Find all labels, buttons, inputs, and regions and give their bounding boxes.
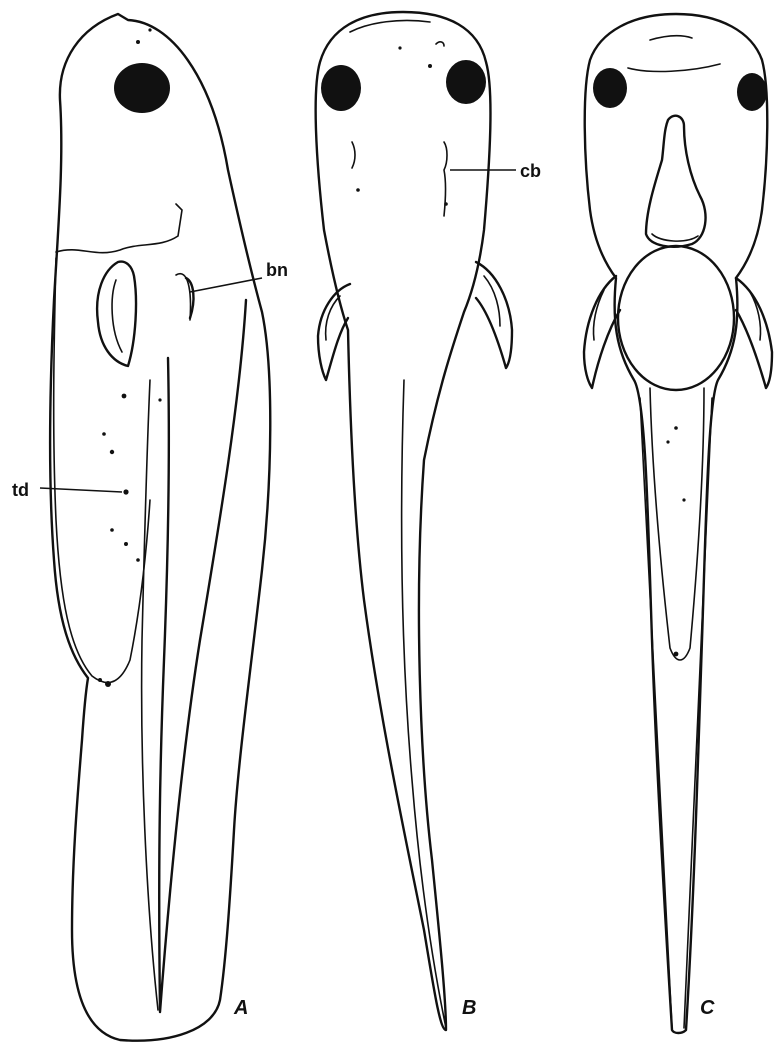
panel-a-tadpole-lateral: bn td A [12, 14, 288, 1041]
panel-label-a: A [233, 997, 248, 1019]
leader-bn [190, 278, 262, 292]
panel-c-left-eye [593, 68, 627, 108]
panel-a-hindlimb-bud [97, 262, 136, 366]
panel-b-markings [350, 20, 448, 216]
panel-b-left-eye [321, 65, 361, 111]
panel-c-spiracle [646, 116, 706, 247]
panel-b-left-fin [318, 284, 350, 380]
panel-a-fin-line [142, 380, 158, 1010]
panel-c-right-eye [737, 73, 767, 111]
panel-label-c: C [700, 997, 715, 1019]
label-cb: cb [520, 161, 541, 181]
panel-a-body-boundary [56, 204, 182, 253]
panel-b-tadpole-dorsal: cb B [316, 12, 541, 1030]
panel-c-right-fin [736, 278, 772, 388]
label-bn: bn [266, 260, 288, 280]
panel-a-eye [114, 63, 170, 113]
label-td: td [12, 480, 29, 500]
panel-c-body-outline [585, 14, 768, 1033]
panel-label-b: B [462, 997, 476, 1019]
panel-b-body-outline [316, 12, 491, 1030]
leader-td [40, 488, 122, 492]
panel-c-markings [628, 36, 720, 657]
panel-c-tadpole-ventral: C [584, 14, 772, 1033]
panel-c-belly [618, 246, 734, 390]
panel-a-tail-muscle [159, 300, 246, 1012]
panel-b-right-fin [476, 262, 512, 368]
panel-b-right-eye [446, 60, 486, 104]
